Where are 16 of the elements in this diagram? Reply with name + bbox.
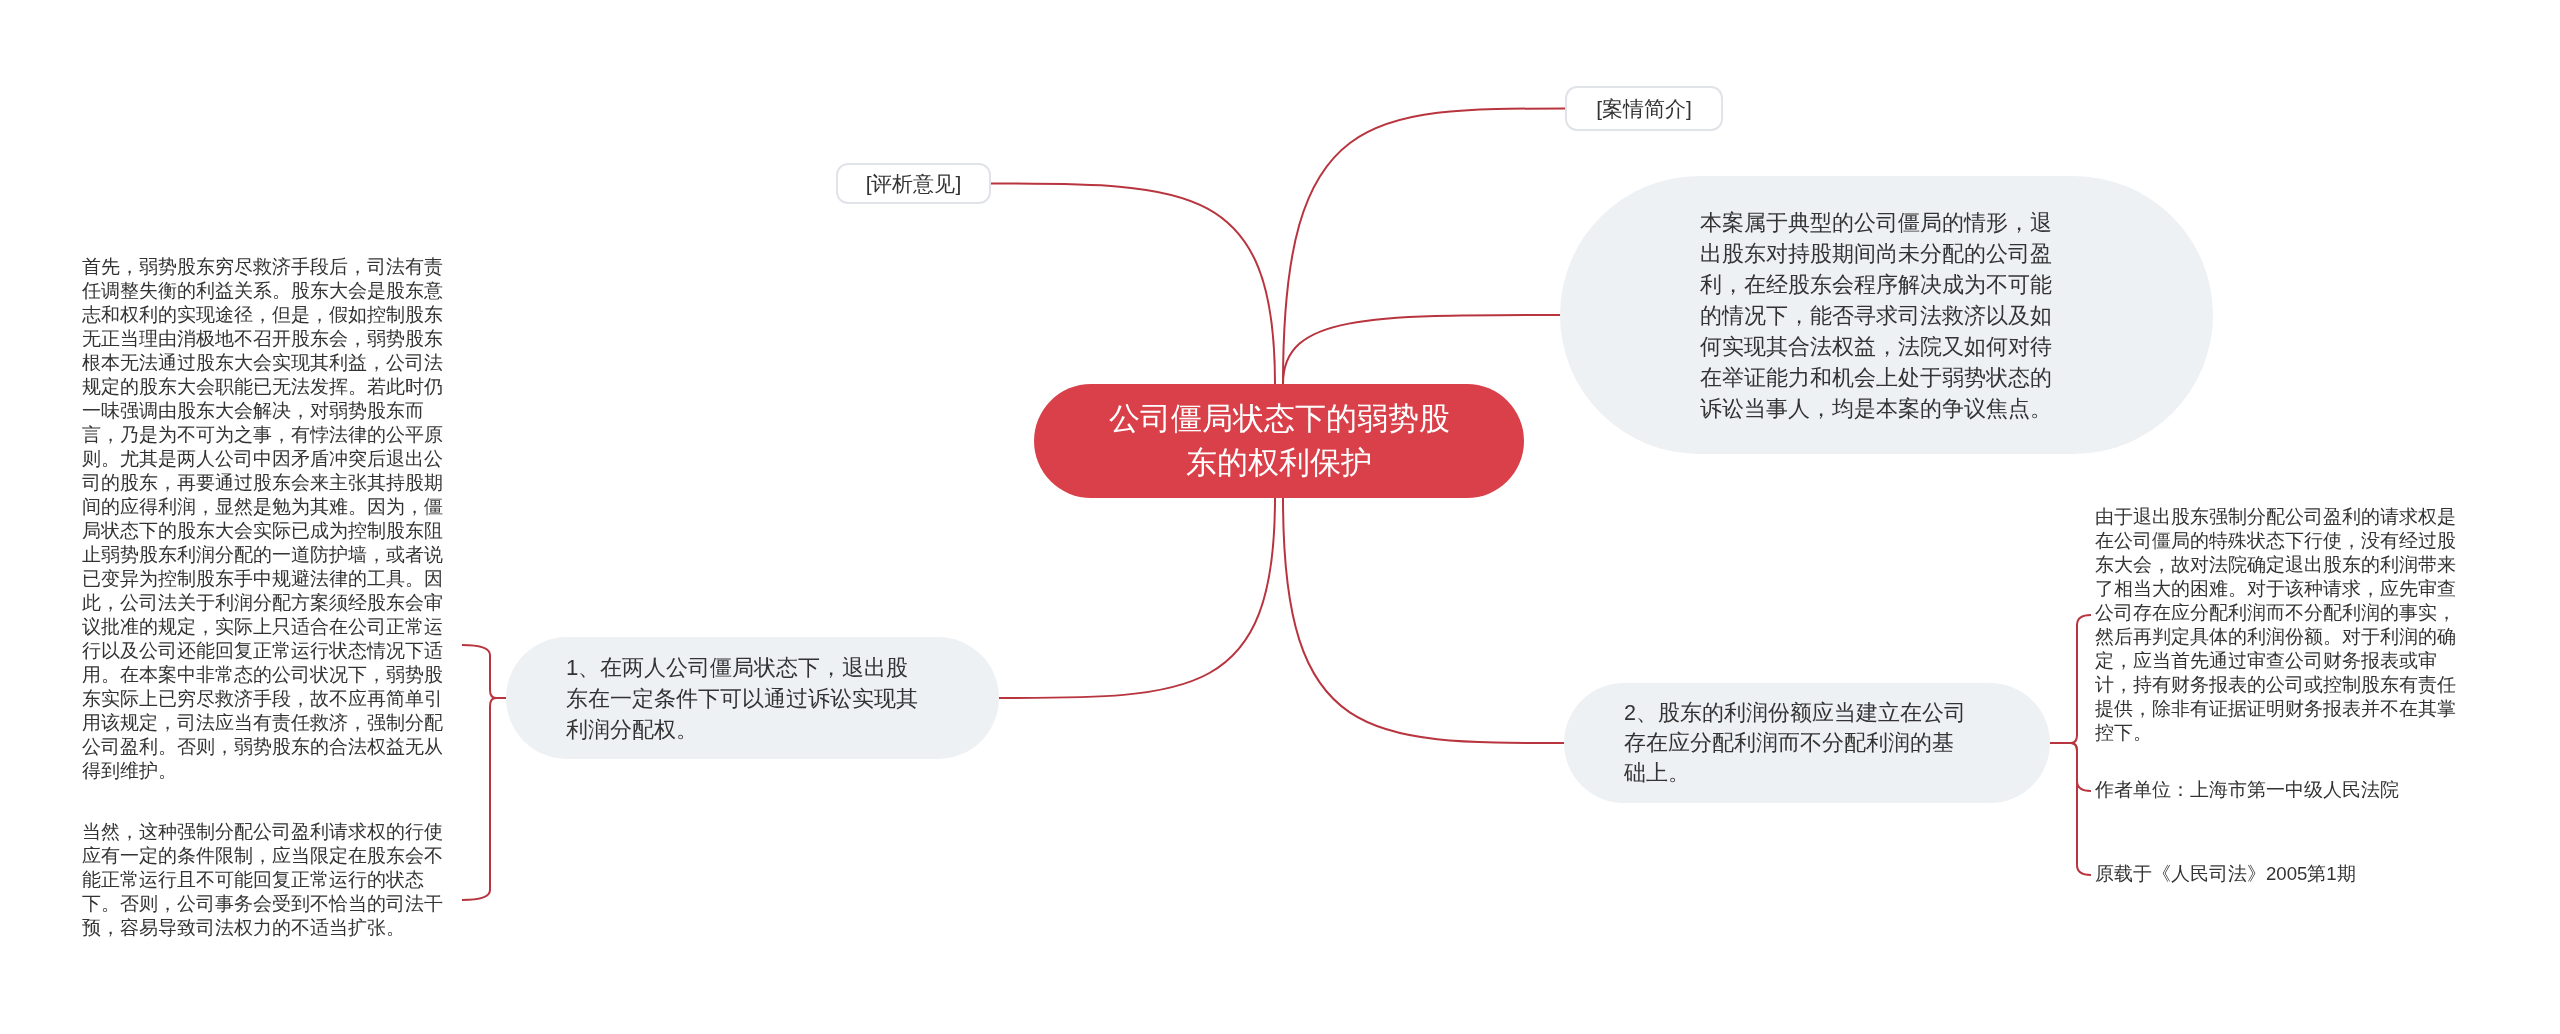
section-tag: [案情简介] [1565, 86, 1723, 131]
note-text: 作者单位：上海市第一中级人民法院 [2095, 778, 2495, 802]
topic-bubble: 1、在两人公司僵局状态下，退出股东在一定条件下可以通过诉讼实现其利润分配权。 [506, 637, 999, 759]
note-text: 原载于《人民司法》2005第1期 [2095, 862, 2495, 886]
paragraph-text: 首先，弱势股东穷尽救济手段后，司法有责任调整失衡的利益关系。股东大会是股东意志和权利的实现途径，但是，假如控制股东无正当理由消极地不召开股东会，弱势股东根本无法通过股东大会实现其利益，公司法规定的股东大会职能已无法发挥。若此时仍一味强调由股东大会解决，对弱势股东而言，乃是为不可为之事，有悖法律的公平原则。尤其是两人公司中因矛盾冲突后退出公司的股东，再要通过股东会来主张其持股期间的应得利润，显然是勉为其难。因为，僵局状态下的股东大会实际已成为控制股东阻止弱势股东利润分配的一道防护墙，或者说已变异为控制股东手中规避法律的工具。因此，公司法关于利润分配方案须经股东会审议批准的规定，实际上只适合在公司正常运行以及公司还能回复正常运行状态情况下适用。在本案中非常态的公司状况下，弱势股东实际上已穷尽救济手段，故不应再简单引用该规定，司法应当有责任救济，强制分配公司盈利。否则，弱势股东的合法权益无从得到维护。 [82, 255, 458, 783]
section-tag: [评析意见] [836, 163, 991, 204]
paragraph-text: 由于退出股东强制分配公司盈利的请求权是在公司僵局的特殊状态下行使，没有经过股东大会，故对法院确定退出股东的利润带来了相当大的困难。对于该种请求，应先审查公司存在应分配利润而不分配利润的事实，然后再判定具体的利润份额。对于利润的确定，应当首先通过审查公司财务报表或审计，持有财务报表的公司或控制股东有责任提供，除非有证据证明财务报表并不在其掌控下。 [2095, 505, 2471, 745]
topic-bubble: 2、股东的利润份额应当建立在公司存在应分配利润而不分配利润的基础上。 [1564, 683, 2050, 803]
central-topic-box: 公司僵局状态下的弱势股东的权利保护 [1034, 384, 1524, 498]
connector-line [990, 182, 1276, 385]
connector-line [1282, 314, 1561, 385]
paragraph-text: 当然，这种强制分配公司盈利请求权的行使应有一定的条件限制，应当限定在股东会不能正常运行且不可能回复正常运行的状态下。否则，公司事务会受到不恰当的司法干预，容易导致司法权力的不适当扩张。 [82, 820, 458, 940]
topic-bubble: 本案属于典型的公司僵局的情形，退出股东对持股期间尚未分配的公司盈利，在经股东会程序解决成为不可能的情况下，能否寻求司法救济以及如何实现其合法权益，法院又如何对待在举证能力和机会上处于弱势状态的诉讼当事人，均是本案的争议焦点。 [1560, 176, 2213, 454]
connector-line [2049, 742, 2092, 876]
connector-line [998, 497, 1276, 699]
connector-line [1282, 497, 1565, 744]
